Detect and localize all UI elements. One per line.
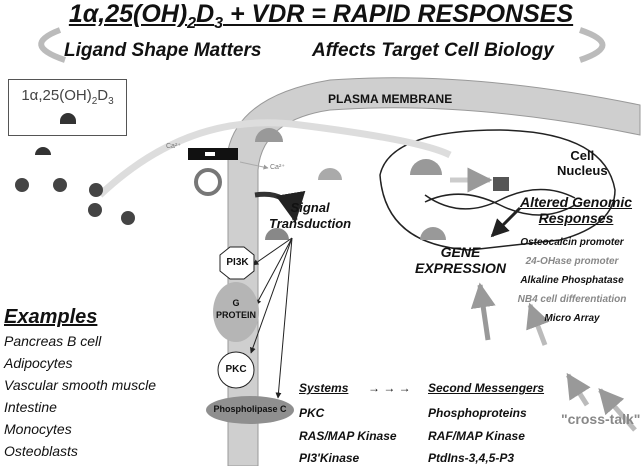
ligand-box: 1α,25(OH)2D3 <box>8 79 127 136</box>
pkc-label: PKC <box>225 364 247 375</box>
ligand-entry-arrow <box>97 119 452 198</box>
nucleus-outline <box>379 129 616 251</box>
system-item: RAS/MAP Kinase <box>299 429 397 443</box>
vdr-receptor <box>318 168 342 180</box>
system-item: PKC <box>299 406 325 420</box>
plasma-membrane-band <box>227 77 641 466</box>
calcium-out-label: Ca²⁺ <box>270 164 285 171</box>
cross-talk-label: "cross-talk" <box>561 411 641 427</box>
top-right-sweep <box>579 27 606 63</box>
genomic-item: Alkaline Phosphatase <box>520 275 624 286</box>
vdr-in-nucleus <box>420 227 446 240</box>
example-item: Intestine <box>4 399 57 415</box>
messenger-item: RAF/MAP Kinase <box>428 429 525 443</box>
g-protein-node <box>213 282 259 342</box>
signal-curl-arrow <box>254 190 306 223</box>
genomic-item: Osteocalcin promoter <box>520 237 624 248</box>
page-title: 1α,25(OH)2D3 + VDR = RAPID RESPONSES <box>68 0 574 32</box>
genomic-item: NB4 cell differentiation <box>517 294 627 305</box>
dna-strand <box>424 188 576 210</box>
example-item: Vascular smooth muscle <box>4 377 156 393</box>
systems-arrows: → → → <box>368 381 411 395</box>
ligand-molecule <box>35 147 51 155</box>
ligand-icon <box>60 113 76 124</box>
vdr-receptor <box>255 128 283 142</box>
messenger-item: Phosphoproteins <box>428 406 527 420</box>
systems-heading: Systems <box>299 381 349 395</box>
ligand-label: 1α,25(OH)2D3 <box>21 87 114 107</box>
genomic-item: Micro Array <box>544 313 600 324</box>
pkc-node <box>217 351 255 389</box>
cycle-icon <box>194 168 222 196</box>
bound-complex <box>493 177 509 191</box>
second-messengers-heading: Second Messengers <box>428 381 545 395</box>
vdr-in-nucleus <box>410 159 442 175</box>
example-item: Monocytes <box>4 421 72 437</box>
example-item: Adipocytes <box>4 355 73 371</box>
vdr-receptor <box>265 228 289 240</box>
subtitle-left: Ligand Shape Matters <box>64 40 262 61</box>
system-item: PI3'Kinase <box>299 451 360 465</box>
example-item: Osteoblasts <box>4 443 78 459</box>
examples-heading: Examples <box>4 306 98 328</box>
example-item: Pancreas B cell <box>4 333 102 349</box>
genomic-item: 24-OHase promoter <box>525 256 619 267</box>
pi3k-node <box>219 246 255 280</box>
calcium-in-label: Ca²⁺ <box>166 143 181 150</box>
dna-strand <box>424 193 576 216</box>
messenger-item: PtdIns-3,4,5-P3 <box>428 451 515 465</box>
subtitle-right: Affects Target Cell Biology <box>312 40 554 61</box>
plasma-membrane-label: PLASMA MEMBRANE <box>328 92 453 106</box>
phospholipase-node <box>206 396 294 424</box>
pi3k-label: PI3K <box>226 257 249 268</box>
phospholipase-label: Phospholipase C <box>213 404 287 414</box>
top-left-sweep <box>38 27 66 63</box>
